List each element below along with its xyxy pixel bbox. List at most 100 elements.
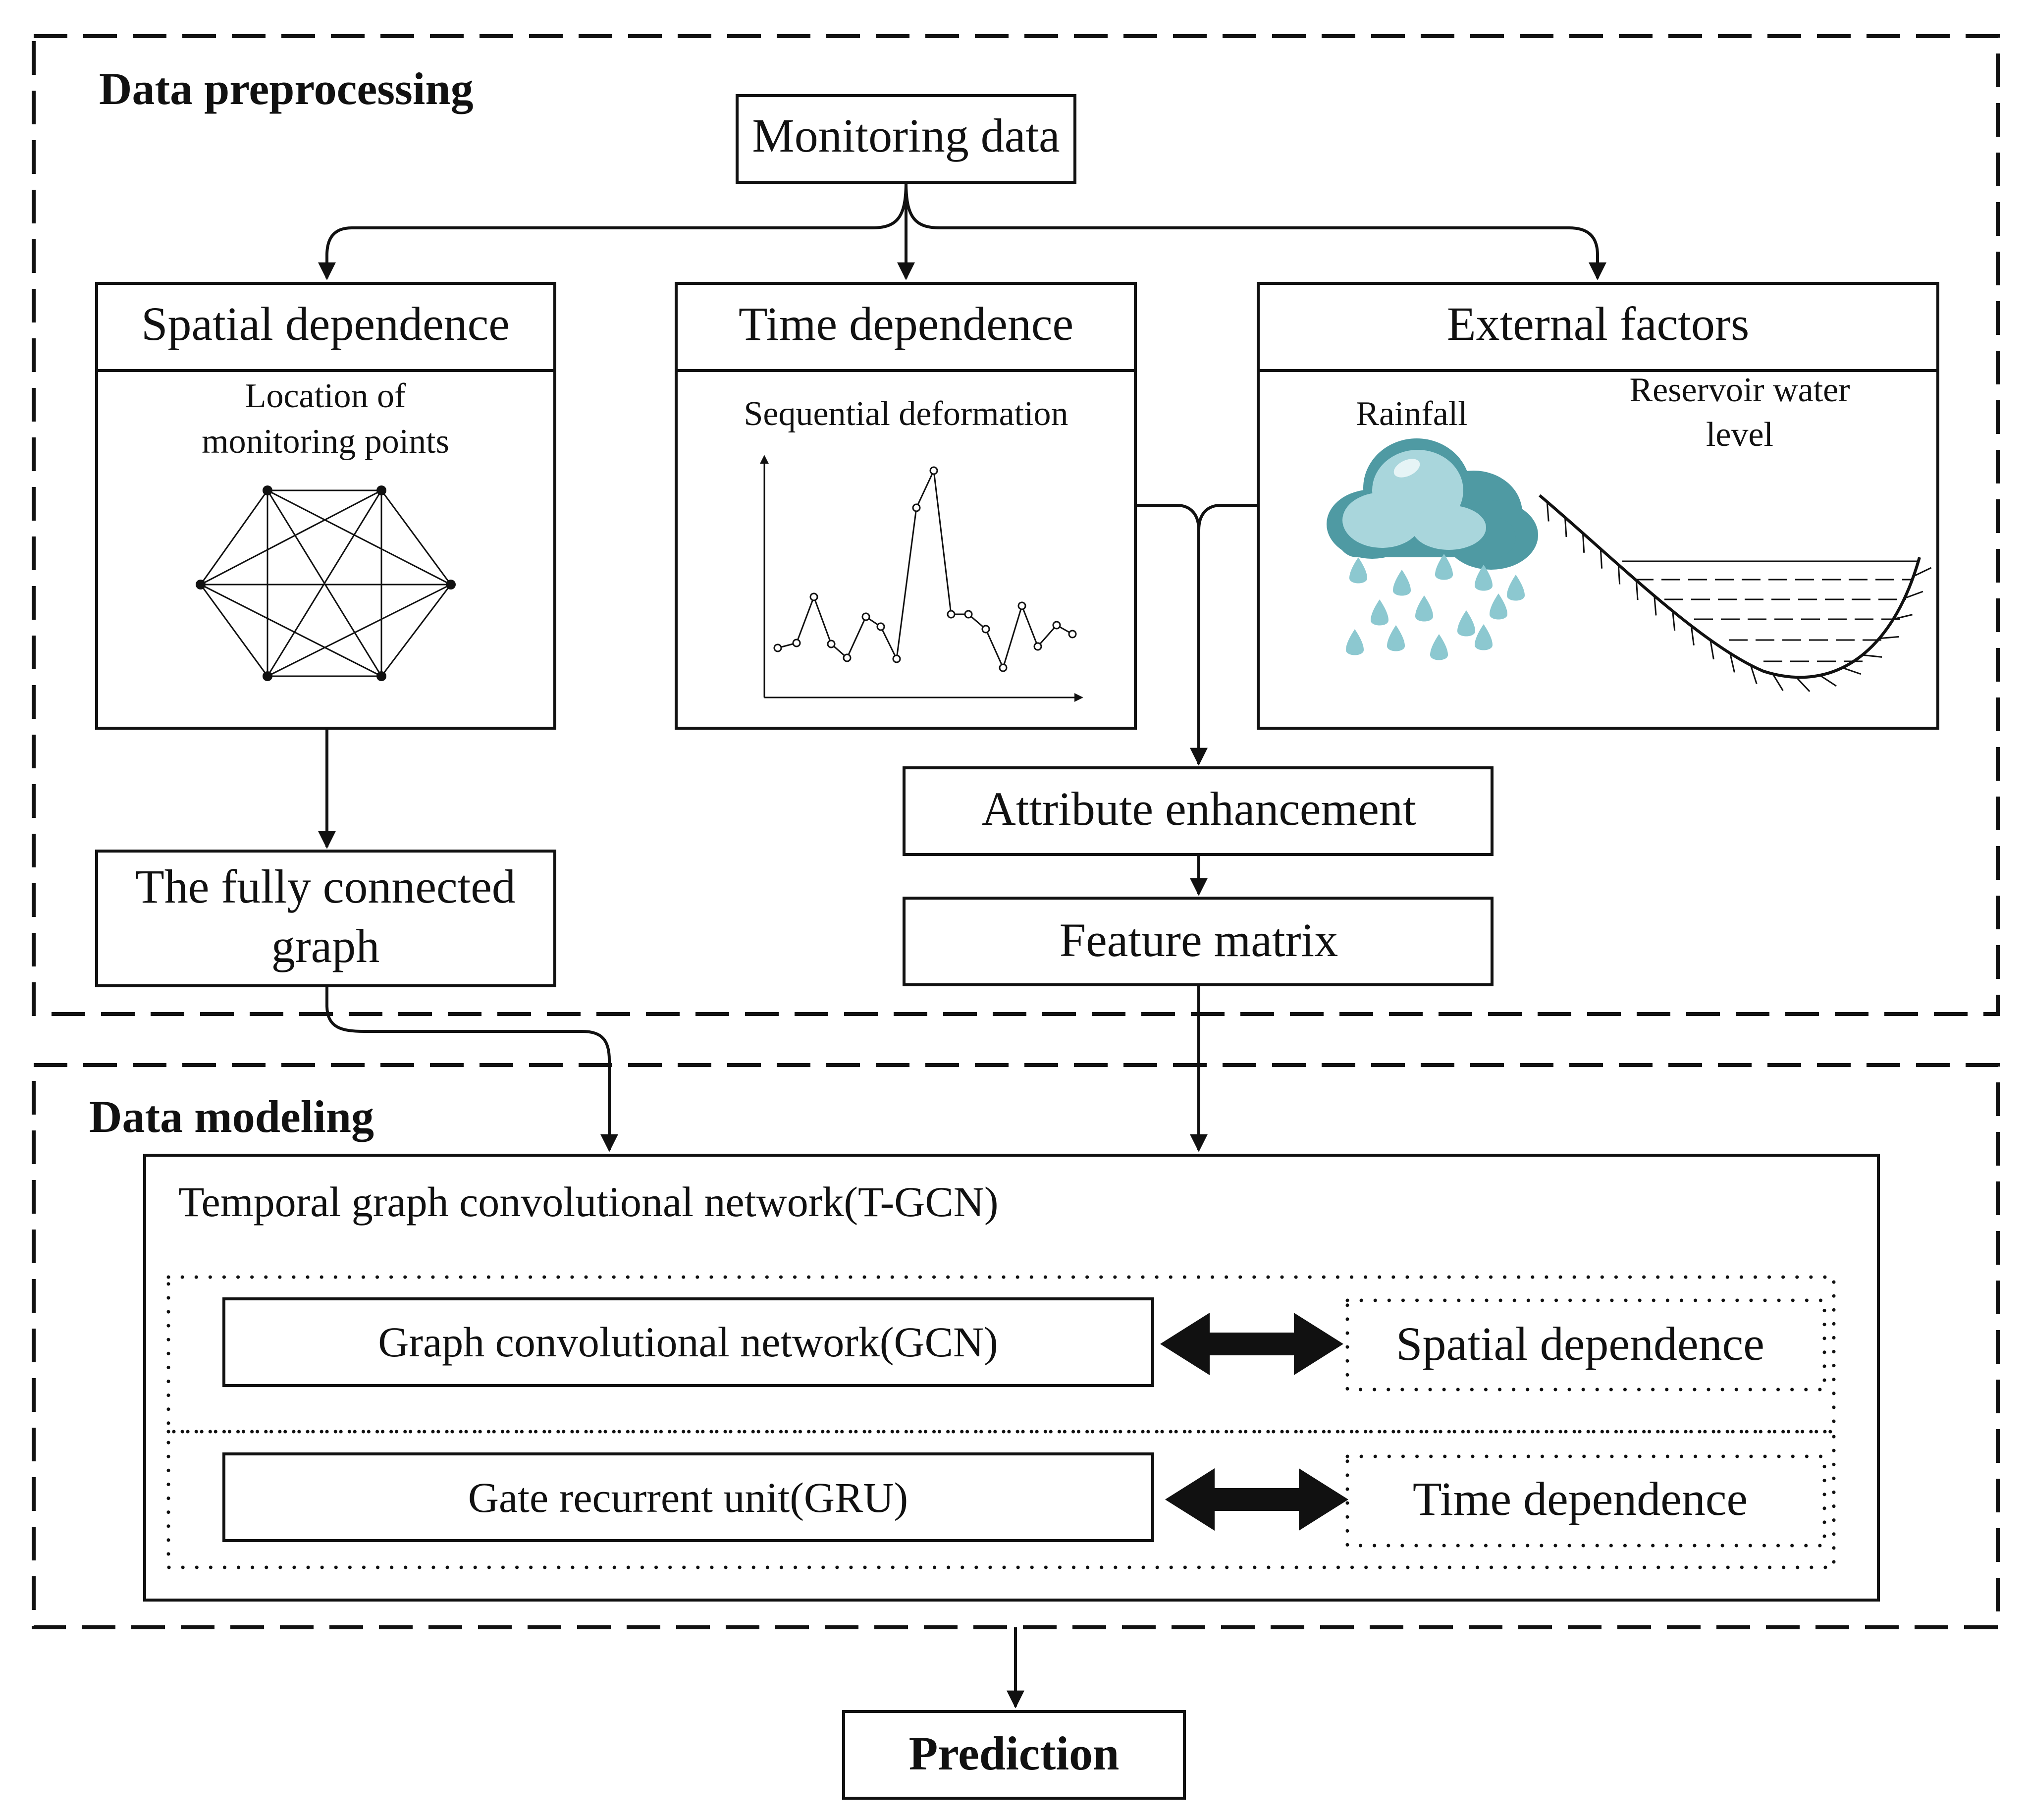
- bank-hatch: [1672, 611, 1676, 631]
- raindrop: [1430, 634, 1448, 660]
- bank-hatch: [1913, 567, 1932, 577]
- graph-node: [263, 671, 272, 681]
- sketch-point: [947, 610, 956, 619]
- bank-hatch: [1564, 517, 1567, 537]
- bank-hatch: [1546, 501, 1549, 522]
- gru-box: [222, 1452, 1154, 1542]
- preprocessing-section-frame: [32, 34, 2000, 1016]
- fully-connected-graph-box: [95, 850, 556, 987]
- graph-edge: [267, 584, 451, 677]
- gcn-bidirectional-arrow: [1160, 1313, 1343, 1375]
- bank-hatch: [1842, 667, 1862, 675]
- raindrop: [1349, 557, 1367, 584]
- graph-to-tgcn-arrow: [325, 986, 618, 1152]
- gcn-spatial-dependence-label: Spatial dependence: [1396, 1317, 1764, 1370]
- sketch-point: [792, 639, 801, 647]
- bank-hatch: [1709, 640, 1714, 660]
- spatial-dependence-title: Spatial dependence: [141, 297, 510, 350]
- bank-hatch: [1582, 533, 1585, 553]
- graph-node: [376, 485, 386, 495]
- bank-hatch: [1617, 564, 1621, 585]
- tgcn-label: Temporal graph convolutional network(T-G…: [178, 1178, 998, 1226]
- graph-node: [446, 580, 456, 589]
- attribute-enhancement-label: Attribute enhancement: [982, 782, 1416, 835]
- external-to-attribute-connector: [1197, 504, 1258, 531]
- bank-hatch: [1862, 654, 1882, 658]
- gru-dotted-region: [166, 1430, 1836, 1569]
- sketch-point: [929, 466, 938, 475]
- time-to-attribute-connector: [1135, 504, 1200, 531]
- sketch-point: [773, 643, 782, 652]
- raindrops-icon: [1346, 554, 1525, 660]
- graph-edge: [380, 584, 452, 677]
- sketch-point: [999, 663, 1008, 672]
- gru-label: Gate recurrent unit(GRU): [468, 1474, 908, 1521]
- bank-hatch: [1750, 665, 1758, 684]
- graph-edge: [200, 490, 268, 585]
- bank-hatch: [1893, 614, 1913, 620]
- raindrop: [1457, 610, 1475, 637]
- gru-bidirectional-arrow: [1165, 1468, 1348, 1531]
- fully-connected-hexagon-graph: [196, 485, 456, 681]
- bank-hatch: [1772, 673, 1784, 691]
- reservoir-basin-icon: [1539, 494, 1932, 692]
- modeling-section-frame: [32, 1063, 2000, 1629]
- graph-edge: [267, 490, 382, 677]
- reservoir-bank-curve: [1539, 494, 1921, 679]
- spatial-caption-line1: Location of: [245, 377, 406, 415]
- sketch-point: [892, 654, 901, 663]
- raindrop: [1490, 593, 1507, 620]
- sequential-deformation-caption: Sequential deformation: [744, 395, 1068, 433]
- sketch-point: [861, 612, 870, 621]
- raindrop: [1415, 595, 1433, 622]
- sketch-point: [876, 622, 885, 631]
- graph-edge: [200, 584, 382, 677]
- feature-matrix-label: Feature matrix: [1060, 913, 1338, 966]
- prediction-box: [842, 1710, 1186, 1800]
- sketch-point: [843, 653, 852, 662]
- spatial-dependence-panel: [95, 282, 556, 730]
- branch-to-external: [905, 182, 1606, 280]
- raindrop: [1393, 570, 1411, 596]
- sketch-point: [964, 610, 973, 619]
- monitoring-data-label: Monitoring data: [752, 109, 1060, 162]
- graph-edge: [380, 490, 452, 585]
- raindrop: [1371, 599, 1388, 626]
- graph-edge: [200, 584, 268, 677]
- bank-hatch: [1635, 580, 1639, 600]
- gcn-box: [222, 1297, 1154, 1387]
- bank-hatch: [1729, 653, 1735, 673]
- gcn-dotted-region: [166, 1275, 1836, 1434]
- reservoir-label-line1: Reservoir water: [1629, 371, 1850, 409]
- gru-time-dependence-label: Time dependence: [1413, 1472, 1748, 1525]
- sketch-point: [1033, 642, 1042, 651]
- graph-node: [263, 485, 272, 495]
- fully-connected-graph-line2: graph: [271, 919, 380, 972]
- sketch-series-line: [777, 468, 1073, 670]
- raindrop: [1507, 575, 1525, 601]
- raindrop: [1435, 554, 1453, 580]
- sketch-point: [809, 592, 818, 601]
- time-dependence-title: Time dependence: [739, 297, 1073, 350]
- sketch-point: [1017, 601, 1026, 610]
- fully-connected-graph-line1: The fully connected: [135, 860, 516, 913]
- gcn-label: Graph convolutional network(GCN): [378, 1318, 998, 1366]
- bank-hatch: [1690, 626, 1695, 645]
- sketch-point: [827, 640, 836, 648]
- external-factors-panel: [1257, 282, 1939, 730]
- raindrop: [1346, 629, 1364, 655]
- bank-hatch: [1796, 677, 1811, 692]
- time-dependence-panel: [675, 282, 1137, 730]
- graph-edge: [200, 489, 382, 586]
- graph-node: [376, 671, 386, 681]
- bank-hatch: [1819, 674, 1837, 687]
- bank-hatch: [1904, 590, 1923, 599]
- external-factors-title: External factors: [1447, 297, 1749, 350]
- raindrop: [1475, 565, 1493, 591]
- bank-hatch: [1654, 595, 1657, 616]
- bank-hatch: [1879, 636, 1899, 640]
- reservoir-label-line2: level: [1706, 416, 1773, 454]
- attribute-enhancement-box: [903, 766, 1494, 856]
- deformation-sketch-plot: [760, 455, 1083, 702]
